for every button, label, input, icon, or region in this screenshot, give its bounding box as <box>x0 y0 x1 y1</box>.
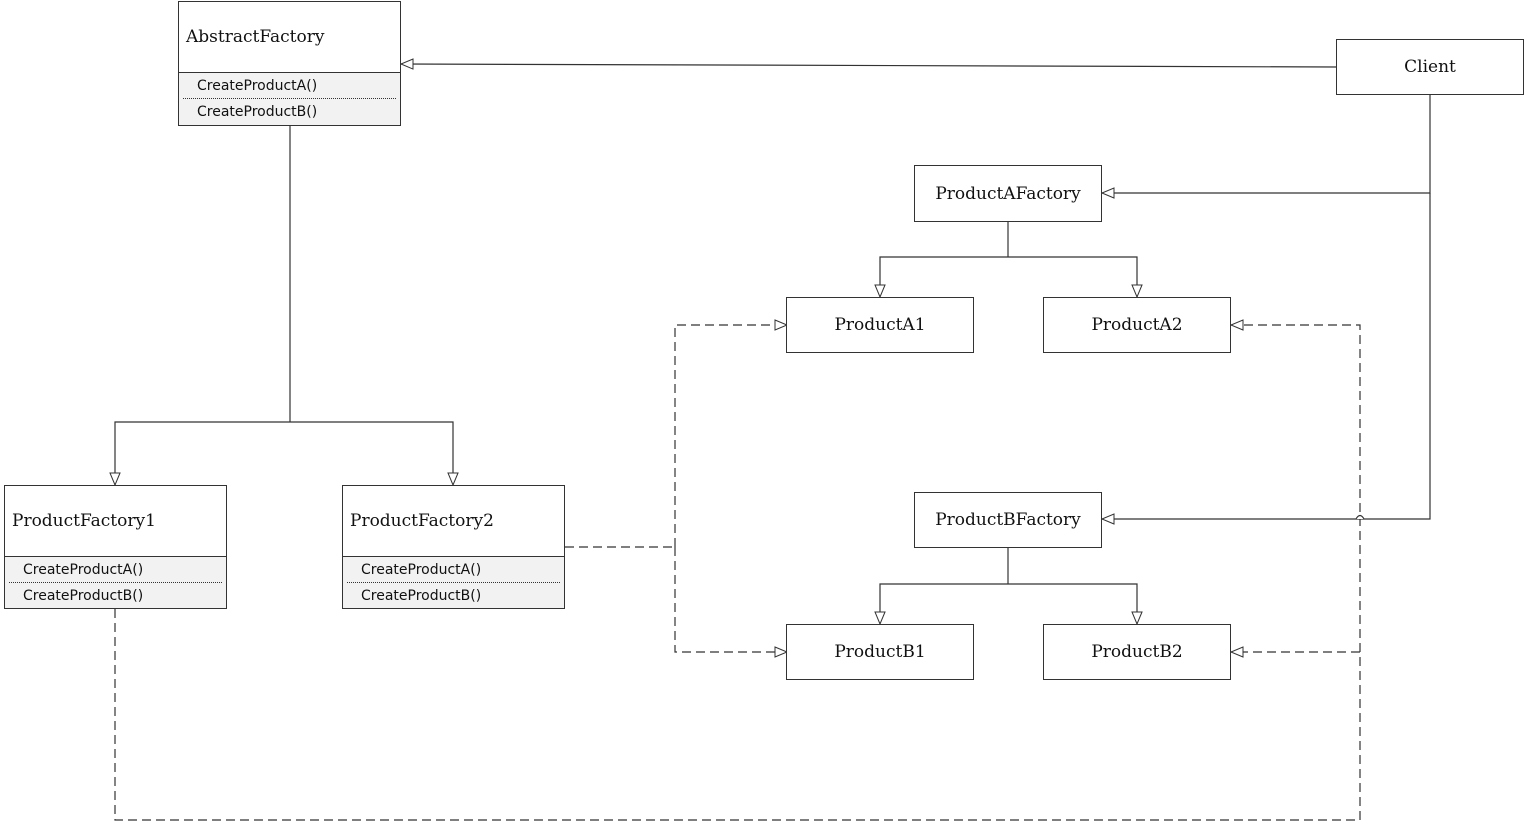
product-factory1-class: ProductFactory1 CreateProductA() CreateP… <box>4 485 227 609</box>
method-create-product-a: CreateProductA() <box>347 557 560 583</box>
method-list: CreateProductA() CreateProductB() <box>343 557 564 608</box>
class-title: ProductFactory1 <box>5 486 226 557</box>
edge-abstractfactory-productfactory2 <box>290 421 453 485</box>
edge-client-productafactory <box>1102 95 1431 193</box>
method-list: CreateProductA() CreateProductB() <box>179 73 400 125</box>
class-title: ProductFactory2 <box>343 486 564 557</box>
method-create-product-a: CreateProductA() <box>183 73 396 99</box>
line-hop <box>1355 514 1365 520</box>
edge-productbfactory-productb1 <box>880 583 1008 624</box>
class-title: AbstractFactory <box>179 2 400 73</box>
product-factory2-class: ProductFactory2 CreateProductA() CreateP… <box>342 485 565 609</box>
edge-client-abstractfactory <box>401 64 1338 67</box>
product-a1-node: ProductA1 <box>786 297 974 353</box>
product-a2-node: ProductA2 <box>1043 297 1231 353</box>
client-node: Client <box>1336 39 1524 95</box>
method-create-product-a: CreateProductA() <box>9 557 222 583</box>
edge-productfactory1-bus <box>114 609 1361 821</box>
product-b-factory-node: ProductBFactory <box>914 492 1102 548</box>
method-create-product-b: CreateProductB() <box>197 104 318 120</box>
edge-productbfactory-productb2 <box>1008 583 1137 624</box>
edge-productfactory2-producta1 <box>674 325 787 547</box>
product-a-factory-node: ProductAFactory <box>914 165 1102 222</box>
product-b1-node: ProductB1 <box>786 624 974 680</box>
method-create-product-b: CreateProductB() <box>23 588 144 604</box>
edge-client-productbfactory <box>1102 193 1431 519</box>
product-b2-node: ProductB2 <box>1043 624 1231 680</box>
edge-productfactory2-productb1 <box>674 547 787 652</box>
abstract-factory-class: AbstractFactory CreateProductA() CreateP… <box>178 1 401 126</box>
edge-productafactory-producta2 <box>1008 256 1137 297</box>
method-create-product-b: CreateProductB() <box>361 588 482 604</box>
edge-abstractfactory-productfactory1 <box>115 421 290 485</box>
edge-productafactory-producta1 <box>880 256 1008 297</box>
method-list: CreateProductA() CreateProductB() <box>5 557 226 608</box>
edge-productfactory1-producta2 <box>1231 325 1361 652</box>
